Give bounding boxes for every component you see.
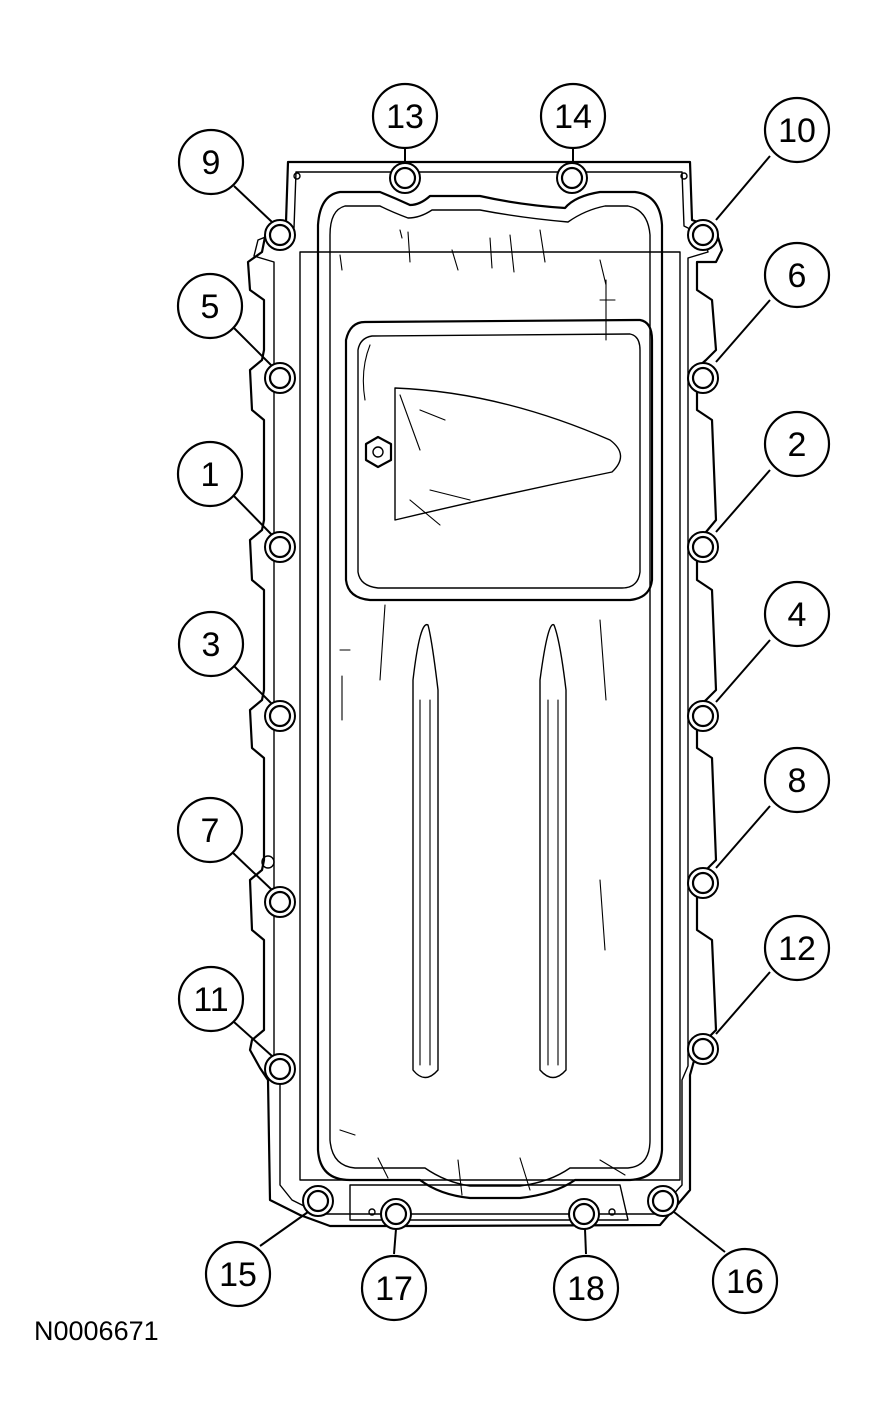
bolt-11 <box>264 1053 296 1085</box>
callout-8: 8 <box>763 746 831 814</box>
oil-pan-well <box>316 190 664 1200</box>
bolt-16 <box>647 1185 679 1217</box>
callout-label: 15 <box>219 1256 257 1294</box>
locating-hole <box>680 172 688 180</box>
callout-label: 12 <box>778 930 816 968</box>
bolt-13 <box>389 162 421 194</box>
callout-15: 15 <box>204 1240 272 1308</box>
callout-18: 18 <box>552 1254 620 1322</box>
callout-13: 13 <box>371 82 439 150</box>
bolt-2 <box>687 531 719 563</box>
bolt-8 <box>687 867 719 899</box>
callout-11: 11 <box>177 965 245 1033</box>
callout-1: 1 <box>176 440 244 508</box>
leader-lines <box>231 148 771 1255</box>
callout-label: 11 <box>193 981 228 1019</box>
callout-4: 4 <box>763 580 831 648</box>
callout-label: 2 <box>788 426 807 464</box>
callout-label: 1 <box>201 456 220 494</box>
bolt-4 <box>687 700 719 732</box>
locating-hole <box>293 172 301 180</box>
callout-label: 16 <box>726 1263 764 1301</box>
callout-9: 9 <box>177 128 245 196</box>
callout-7: 7 <box>176 796 244 864</box>
callout-label: 3 <box>202 626 221 664</box>
callout-label: 17 <box>375 1270 413 1308</box>
callout-label: 4 <box>788 596 807 634</box>
callout-label: 6 <box>788 257 807 295</box>
bolt-7 <box>264 886 296 918</box>
bolt-5 <box>264 362 296 394</box>
callout-label: 8 <box>788 762 807 800</box>
bolt-18 <box>568 1198 600 1230</box>
bolt-3 <box>264 700 296 732</box>
locating-hole <box>368 1208 376 1216</box>
bolt-9 <box>264 219 296 251</box>
bolt-6 <box>687 362 719 394</box>
figure-reference-id: N0006671 <box>34 1316 159 1346</box>
callout-label: 9 <box>202 144 221 182</box>
bolt-10 <box>687 219 719 251</box>
callout-label: 14 <box>554 98 592 136</box>
pan-ribs <box>412 623 567 1079</box>
callouts: 1 2 3 4 5 6 7 8 9 10 11 12 13 14 15 16 1… <box>176 82 831 1322</box>
locating-hole <box>261 855 275 869</box>
bolt-heads <box>261 162 719 1230</box>
callout-label: 7 <box>201 812 220 850</box>
callout-12: 12 <box>763 914 831 982</box>
drain-plug <box>364 435 393 469</box>
callout-10: 10 <box>763 96 831 164</box>
callout-16: 16 <box>711 1247 779 1315</box>
callout-2: 2 <box>763 410 831 478</box>
bolt-15 <box>302 1185 334 1217</box>
bolt-1 <box>264 531 296 563</box>
callout-17: 17 <box>360 1254 428 1322</box>
bolt-14 <box>556 162 588 194</box>
callout-label: 13 <box>386 98 424 136</box>
callout-3: 3 <box>177 610 245 678</box>
callout-6: 6 <box>763 241 831 309</box>
bolt-12 <box>687 1033 719 1065</box>
callout-label: 18 <box>567 1270 605 1308</box>
callout-5: 5 <box>176 272 244 340</box>
bolt-17 <box>380 1198 412 1230</box>
callout-14: 14 <box>539 82 607 150</box>
callout-label: 10 <box>778 112 816 150</box>
callout-label: 5 <box>201 288 220 326</box>
locating-hole <box>608 1208 616 1216</box>
